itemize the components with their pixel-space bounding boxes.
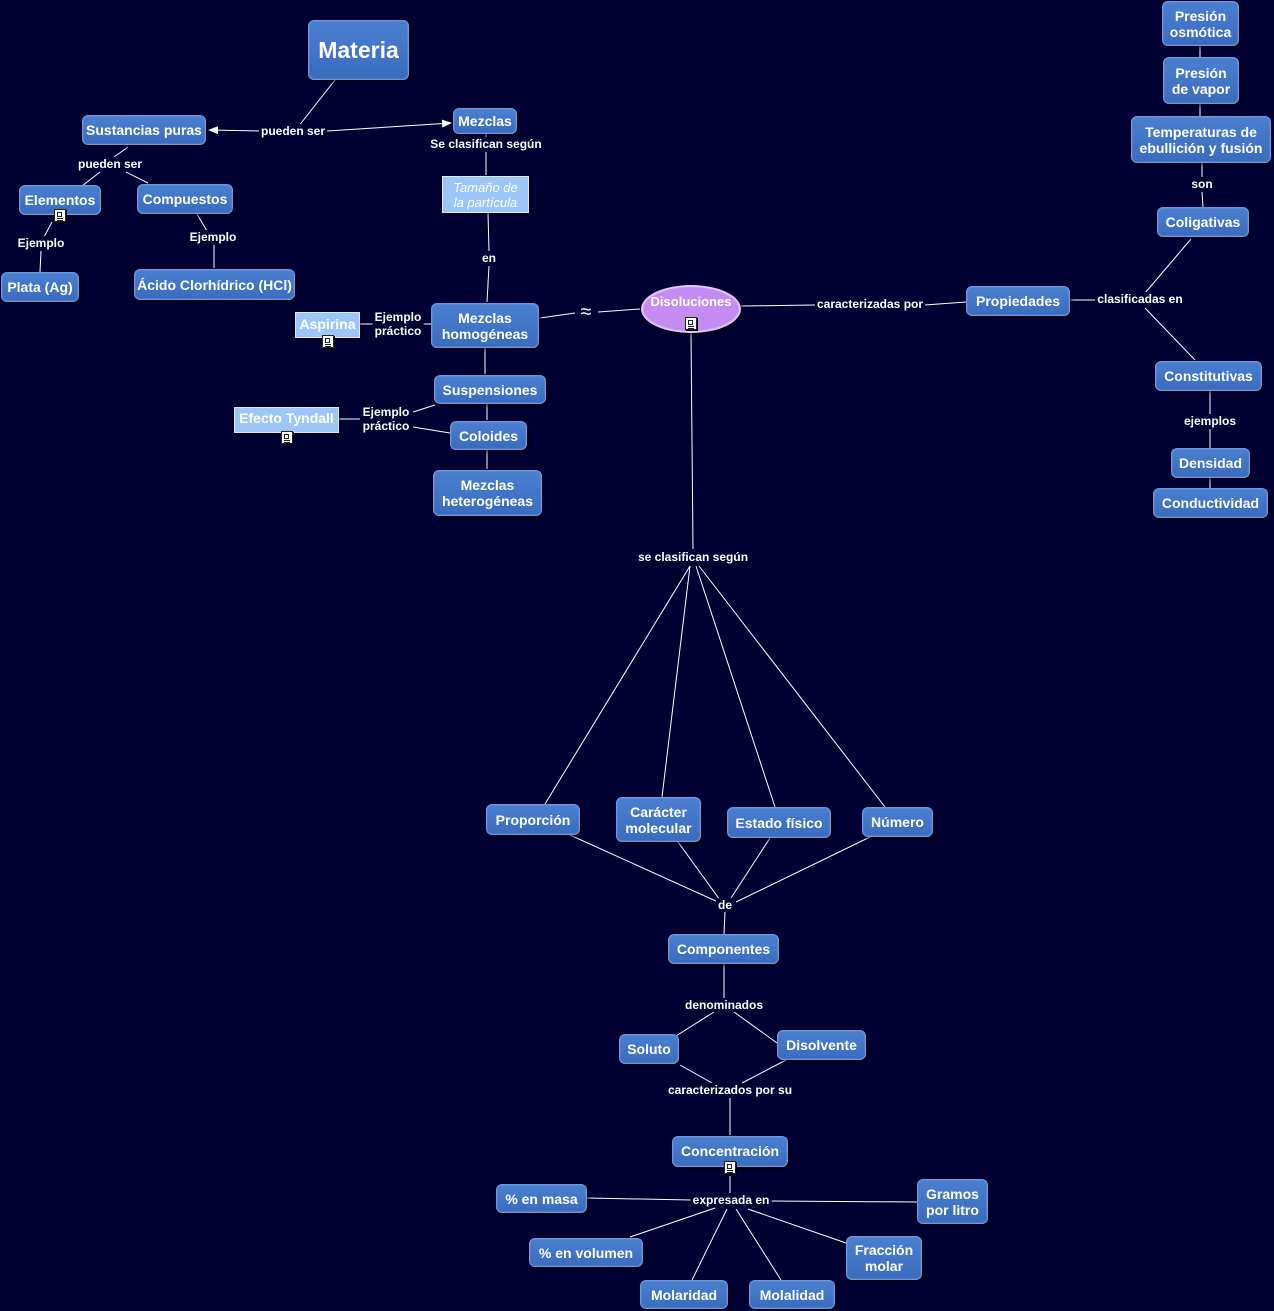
node-acido-clorhidrico[interactable]: Ácido Clorhídrico (HCl) — [134, 269, 295, 300]
document-icon[interactable] — [54, 209, 66, 222]
node-conductividad[interactable]: Conductividad — [1153, 488, 1268, 518]
node-coligativas[interactable]: Coligativas — [1157, 207, 1249, 237]
document-icon[interactable] — [724, 1161, 736, 1174]
node-densidad[interactable]: Densidad — [1171, 448, 1250, 478]
link-label-approx: ≈ — [578, 301, 594, 323]
node-propiedades[interactable]: Propiedades — [966, 286, 1070, 316]
node-compuestos[interactable]: Compuestos — [137, 184, 233, 214]
link-label-ejemplo: Ejemplo — [15, 236, 67, 250]
node-mezclas-heterogeneas[interactable]: Mezclas heterogéneas — [433, 470, 542, 516]
node-en-volumen[interactable]: % en volumen — [529, 1238, 643, 1267]
node-en-masa[interactable]: % en masa — [496, 1184, 587, 1213]
node-materia[interactable]: Materia — [308, 20, 409, 80]
link-label-expresada-en: expresada en — [690, 1193, 772, 1207]
node-concentracion[interactable]: Concentración — [672, 1136, 788, 1167]
link-label-caracterizadas-por: caracterizadas por — [814, 297, 926, 311]
node-presion-osmotica[interactable]: Presión osmótica — [1162, 1, 1239, 46]
link-label-se-clasifican-segun: se clasifican según — [635, 550, 751, 564]
link-label-pueden-ser: pueden ser — [258, 124, 328, 138]
link-label-ejemplos: ejemplos — [1181, 414, 1239, 428]
document-icon[interactable] — [281, 431, 293, 444]
link-label-ejemplo-practico: Ejemplo práctico — [360, 405, 412, 433]
node-coloides[interactable]: Coloides — [450, 421, 527, 450]
node-estado-fisico[interactable]: Estado físico — [727, 807, 831, 838]
node-molaridad[interactable]: Molaridad — [640, 1280, 728, 1309]
node-efecto-tyndall[interactable]: Efecto Tyndall — [234, 407, 339, 433]
node-tamano-particula[interactable]: Tamaño de la partícula — [442, 176, 529, 213]
node-mezclas[interactable]: Mezclas — [453, 108, 517, 134]
node-fraccion-molar[interactable]: Fracción molar — [846, 1236, 922, 1280]
node-disoluciones[interactable]: Disoluciones — [641, 285, 741, 333]
node-plata[interactable]: Plata (Ag) — [1, 272, 79, 302]
link-label-denominados: denominados — [682, 998, 766, 1012]
link-label-clasificadas-en: clasificadas en — [1095, 292, 1185, 306]
link-label-de: de — [715, 898, 735, 912]
node-caracter-molecular[interactable]: Carácter molecular — [616, 797, 701, 842]
node-proporcion[interactable]: Proporción — [486, 804, 580, 835]
node-aspirina[interactable]: Aspirina — [295, 312, 360, 338]
document-icon[interactable] — [685, 317, 697, 330]
node-temperaturas[interactable]: Temperaturas de ebullición y fusión — [1131, 116, 1271, 163]
document-icon[interactable] — [322, 335, 334, 348]
link-label-caracterizados-por-su: caracterizados por su — [665, 1083, 795, 1097]
node-soluto[interactable]: Soluto — [619, 1034, 679, 1064]
node-numero[interactable]: Número — [862, 807, 933, 837]
node-suspensiones[interactable]: Suspensiones — [434, 375, 546, 404]
link-label-son: son — [1189, 177, 1215, 191]
link-label-ejemplo-practico: Ejemplo práctico — [372, 310, 424, 338]
link-label-en: en — [479, 251, 499, 265]
node-disolvente[interactable]: Disolvente — [777, 1030, 866, 1060]
node-presion-vapor[interactable]: Presión de vapor — [1163, 57, 1239, 104]
link-label-pueden-ser: pueden ser — [75, 157, 145, 171]
node-molalidad[interactable]: Molalidad — [749, 1280, 835, 1309]
node-mezclas-homogeneas[interactable]: Mezclas homogéneas — [431, 303, 539, 348]
node-constitutivas[interactable]: Constitutivas — [1155, 361, 1262, 391]
link-label-se-clasifican-segun: Se clasifican según — [428, 137, 544, 151]
node-elementos[interactable]: Elementos — [19, 185, 101, 215]
node-componentes[interactable]: Componentes — [668, 934, 779, 964]
node-sustancias-puras[interactable]: Sustancias puras — [82, 115, 206, 145]
node-gramos-por-litro[interactable]: Gramos por litro — [917, 1179, 988, 1224]
link-label-ejemplo: Ejemplo — [187, 230, 239, 244]
